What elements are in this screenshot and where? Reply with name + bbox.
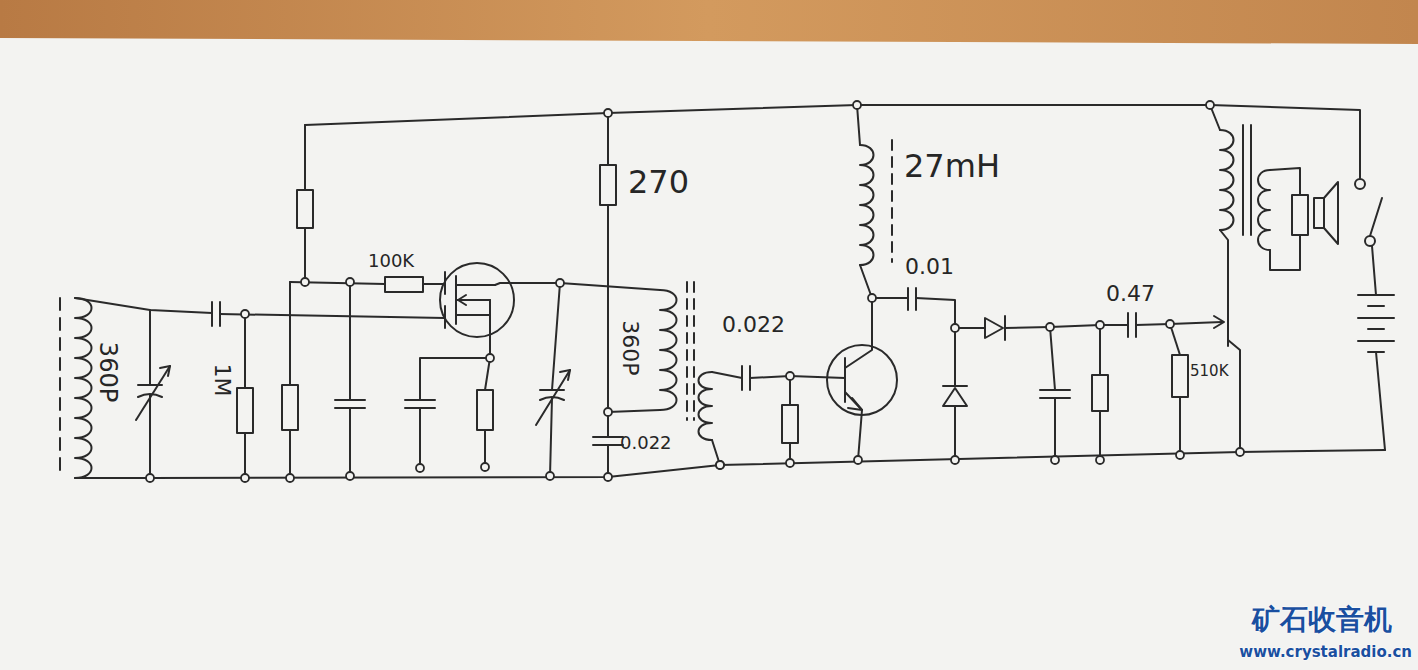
resistance-label: 510K [1190,364,1228,379]
inductance-label: 27mH [904,150,1000,182]
capacitance-label: 360P [619,320,641,375]
capacitance-label: 0.47 [1106,283,1155,305]
resistance-label: 270 [628,166,689,198]
capacitance-label: 360P [96,342,120,402]
resistance-label: 100K [368,252,414,270]
watermark-url: www.crystalradio.cn [1239,645,1412,660]
watermark: 矿石收音机 [1252,606,1392,634]
desk-edge [0,0,1418,44]
capacitance-label: 0.022 [620,434,672,452]
capacitance-label: 0.022 [722,314,785,336]
circuit-wires [60,105,1394,478]
capacitance-label: 0.01 [905,256,954,278]
junction-dots [146,101,1244,482]
resistance-label: 1M [211,364,233,397]
